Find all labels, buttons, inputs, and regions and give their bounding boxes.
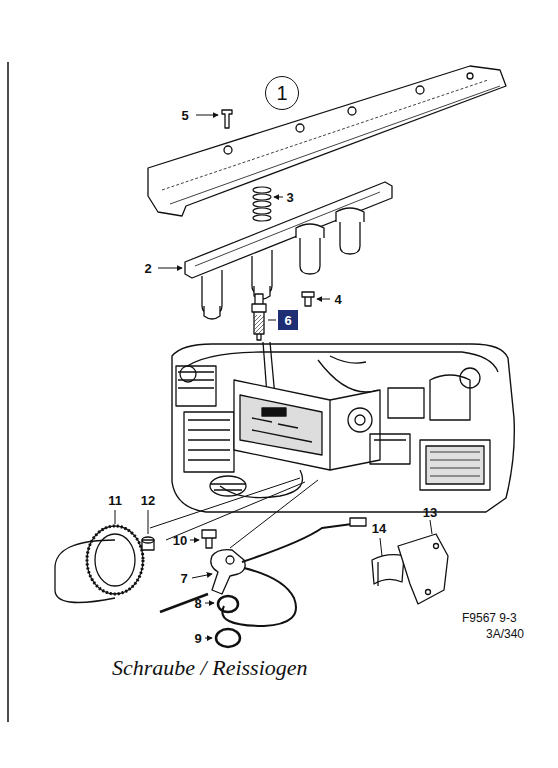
callout-number: 9: [194, 632, 201, 645]
figure-code: F9567 9-3: [462, 612, 517, 624]
callout-box: 6: [278, 310, 298, 330]
callout-number: 8: [194, 597, 201, 610]
callout-number: 11: [108, 494, 122, 507]
callout-number: 5: [181, 109, 188, 122]
callout-number: 4: [334, 293, 341, 306]
handwritten-note: Schraube / Reissiogen: [112, 657, 308, 679]
callout-number: 10: [173, 534, 187, 547]
callout-number: 14: [372, 522, 386, 535]
callout-circle: 1: [265, 76, 299, 110]
callout-number: 2: [144, 262, 151, 275]
callout-number: 13: [423, 506, 437, 519]
callout-number: 7: [180, 572, 187, 585]
callout-number: 3: [286, 191, 293, 204]
figure-code: 3A/340: [486, 628, 524, 640]
callout-number: 12: [141, 494, 155, 507]
callout-number: 1: [276, 83, 287, 103]
callout-number: 6: [284, 314, 291, 327]
